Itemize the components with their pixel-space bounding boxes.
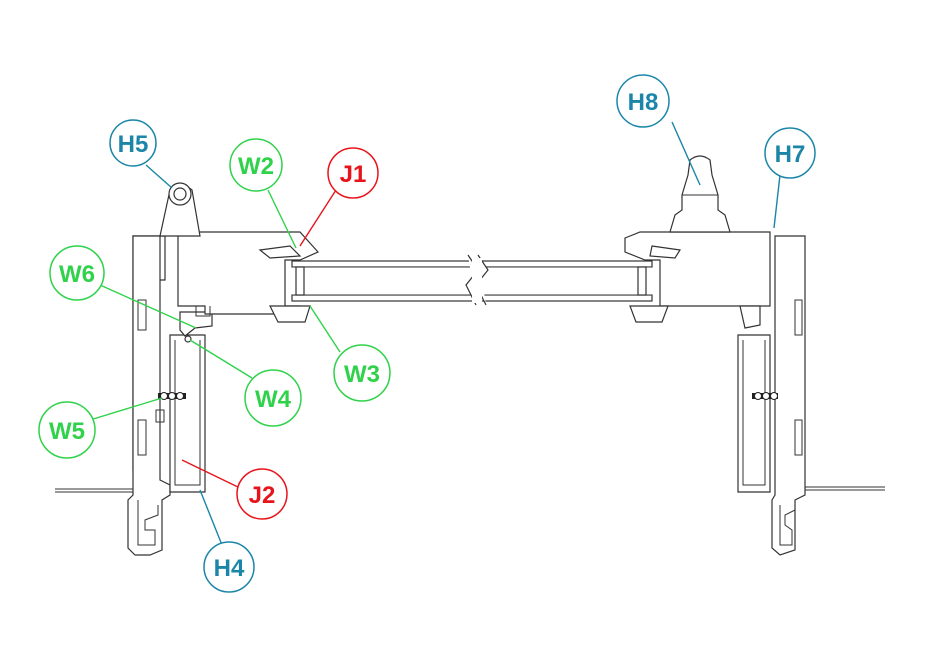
left-glazing-bead-bottom (269, 305, 311, 323)
callout-w5: W5 (38, 401, 96, 459)
callout-w2: W2 (229, 138, 283, 192)
callout-h7: H7 (764, 127, 816, 179)
leader-h5 (145, 164, 173, 189)
callout-j1-label: J1 (340, 161, 367, 188)
right-inner-casing (737, 334, 771, 493)
left-inner-casing-line (174, 340, 201, 486)
left-frame-slot-2 (137, 419, 147, 456)
leader-w4 (189, 339, 253, 379)
left-handle-pivot-inner (173, 187, 187, 201)
right-handle-knob (669, 155, 731, 233)
leader-lines (89, 121, 781, 546)
callout-h4: H4 (203, 541, 255, 593)
callout-h8-label: H8 (628, 89, 659, 116)
right-spacer (637, 266, 647, 296)
callout-w4: W4 (244, 369, 302, 427)
callout-h4-label: H4 (214, 555, 245, 582)
callout-h8: H8 (616, 74, 670, 128)
callout-h7-label: H7 (775, 141, 806, 168)
leader-w3 (309, 305, 341, 353)
callout-w3: W3 (333, 344, 391, 402)
callout-h5-label: H5 (118, 131, 149, 158)
leader-j2 (181, 459, 241, 489)
callout-h5: H5 (109, 119, 157, 167)
callout-w2-label: W2 (238, 153, 274, 180)
left-spacer (295, 266, 305, 296)
leader-h7 (773, 174, 781, 229)
left-glazing-bead-top (258, 245, 302, 259)
leader-j1 (299, 189, 337, 247)
right-inner-casing-line (742, 340, 766, 486)
left-frame-bottom-detail (137, 500, 159, 546)
leader-w2 (267, 189, 297, 249)
callout-w4-label: W4 (255, 386, 292, 413)
leader-w5 (89, 397, 163, 421)
callout-j1: J1 (327, 147, 379, 199)
right-glazing-bead-bottom (629, 305, 669, 323)
left-inner-slot (155, 409, 165, 423)
right-frame-bottom-detail (779, 505, 796, 546)
left-gasket-w4 (184, 335, 192, 343)
right-frame-assembly (624, 155, 885, 556)
left-inner-casing (169, 334, 206, 493)
right-frame-slot-2 (794, 419, 803, 456)
leader-h8 (671, 121, 701, 186)
right-bolt-hardware (752, 392, 778, 400)
callout-j2: J2 (236, 468, 288, 520)
callout-w6: W6 (49, 245, 105, 301)
callout-w6-label: W6 (59, 261, 95, 288)
left-sash-gasket (195, 306, 211, 317)
right-sash-gasket (739, 305, 761, 329)
callout-j2-label: J2 (249, 482, 276, 509)
callout-w5-label: W5 (49, 418, 85, 445)
leader-h4 (199, 489, 223, 546)
right-outer-frame (771, 235, 806, 556)
right-frame-slot (794, 299, 803, 336)
left-bolt-hardware (158, 392, 186, 400)
left-frame-slot (137, 299, 147, 331)
glazing-unit (291, 254, 653, 306)
left-frame-assembly (55, 182, 319, 556)
callout-w3-label: W3 (344, 361, 380, 388)
leader-w6 (99, 284, 197, 329)
right-glazing-bead-top (649, 245, 681, 259)
